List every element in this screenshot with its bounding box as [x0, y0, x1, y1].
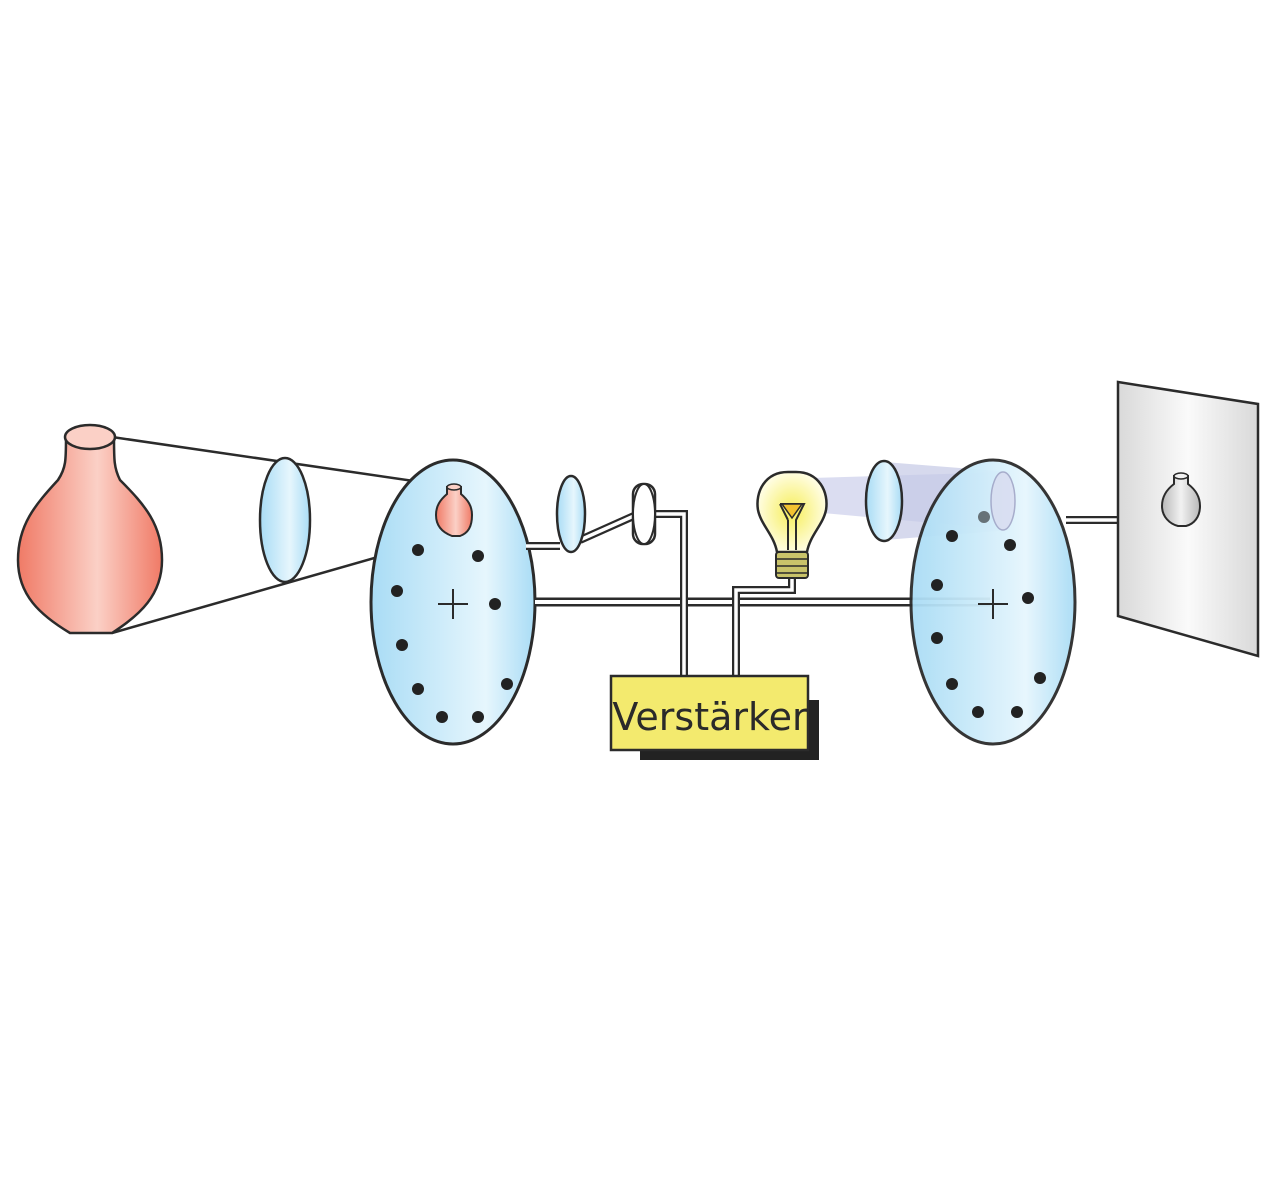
photocell-icon: [631, 482, 657, 546]
disk-holes: [931, 511, 1046, 718]
lens-icon: [258, 456, 312, 584]
vase-image-icon: [434, 483, 474, 537]
vase-image-icon: [1160, 472, 1202, 527]
vase-icon: [16, 423, 164, 635]
amplifier-box: Verstärker: [609, 674, 819, 760]
scanning-disk-receiver: [909, 458, 1077, 746]
lens-icon: [555, 474, 587, 554]
lens-icon: [864, 459, 904, 543]
disk-center-cross: [438, 589, 468, 619]
screen-icon: [1116, 380, 1260, 658]
light-bulb-icon: [756, 470, 828, 579]
amplifier-label: Verstärker: [612, 695, 808, 739]
disk-center-cross: [978, 589, 1008, 619]
disk-holes: [391, 544, 513, 723]
scanning-disk-sender: [369, 458, 537, 746]
